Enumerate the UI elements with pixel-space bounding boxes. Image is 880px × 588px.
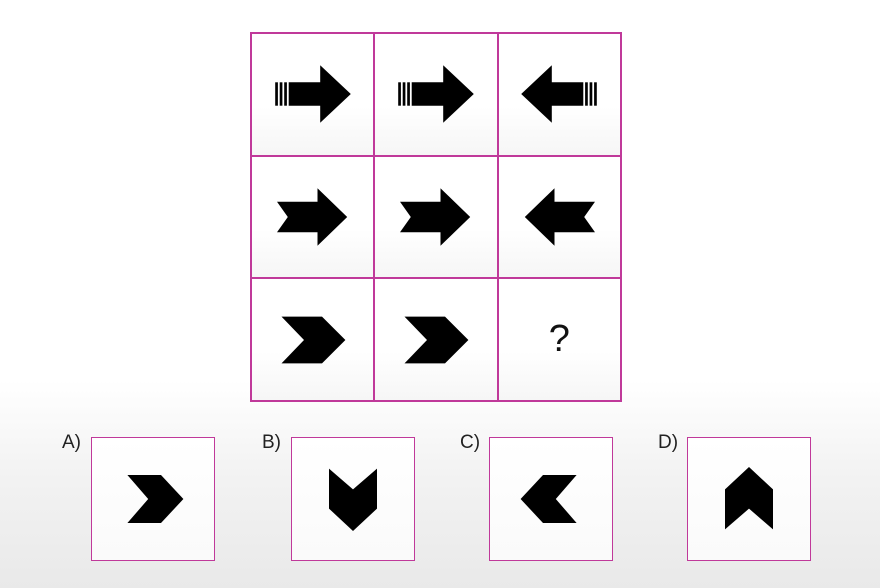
grid-cell <box>251 155 375 279</box>
option-label: B) <box>262 432 281 453</box>
question-mark: ? <box>548 318 570 361</box>
grid-cell <box>497 155 621 279</box>
puzzle-grid: ? <box>250 32 622 402</box>
missing-cell: ? <box>497 278 621 401</box>
grid-cell <box>497 33 621 156</box>
grid-cell <box>374 33 498 156</box>
option-label: D) <box>658 432 679 453</box>
notched-arrow-right-icon <box>399 188 471 246</box>
chevron-up-icon <box>725 467 773 530</box>
grid-cell <box>251 278 375 401</box>
notched-arrow-left-icon <box>525 188 596 246</box>
striped-arrow-right-icon <box>274 65 351 124</box>
chevron-right-icon <box>281 316 346 364</box>
option-box[interactable] <box>687 437 811 561</box>
grid-cell <box>374 155 498 279</box>
notched-arrow-right-icon <box>276 188 347 246</box>
option-box[interactable] <box>91 437 215 561</box>
chevron-left-icon <box>520 475 577 523</box>
striped-arrow-left-icon <box>521 65 598 124</box>
grid-cell <box>374 278 498 401</box>
chevron-right-icon <box>404 316 469 364</box>
striped-arrow-right-icon <box>398 65 474 124</box>
chevron-down-icon <box>329 468 377 531</box>
chevron-right-icon <box>127 475 184 523</box>
option-label: C) <box>460 432 481 453</box>
option-box[interactable] <box>489 437 613 561</box>
option-label: A) <box>62 432 81 453</box>
grid-cell <box>251 33 375 156</box>
option-box[interactable] <box>291 437 415 561</box>
